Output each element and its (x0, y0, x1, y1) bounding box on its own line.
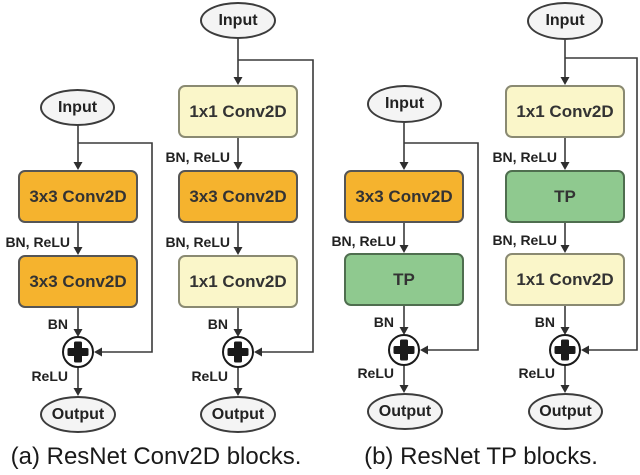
edge-label-bn: BN (47, 316, 68, 332)
input-node: Input (527, 2, 603, 40)
edge-label-bn-relu: BN, ReLU (5, 234, 70, 250)
add-icon (62, 336, 94, 368)
conv3x3-block: 3x3 Conv2D (18, 255, 138, 308)
edges-column-2 (237, 38, 314, 392)
edge-label-bn: BN (207, 316, 228, 332)
edge-label-bn-relu: BN, ReLU (331, 233, 396, 249)
edge-label-bn: BN (534, 314, 555, 330)
input-node: Input (367, 85, 442, 123)
tp-block: TP (344, 253, 464, 306)
output-node: Output (40, 396, 116, 433)
caption-b: (b) ResNet TP blocks. (364, 443, 598, 470)
edge-label-relu: ReLU (191, 368, 228, 384)
edge-label-bn-relu: BN, ReLU (492, 232, 557, 248)
edge-label-relu: ReLU (31, 368, 68, 384)
caption-a: (a) ResNet Conv2D blocks. (10, 443, 302, 470)
conv1x1-block: 1x1 Conv2D (178, 85, 298, 138)
output-node: Output (367, 393, 443, 430)
edge-label-bn-relu: BN, ReLU (165, 149, 230, 165)
add-icon (388, 334, 420, 366)
arrowheads (73, 77, 589, 396)
conv3x3-block: 3x3 Conv2D (178, 170, 298, 223)
edge-label-bn-relu: BN, ReLU (165, 234, 230, 250)
conv3x3-block: 3x3 Conv2D (344, 170, 464, 223)
edge-label-relu: ReLU (518, 365, 555, 381)
input-node: Input (200, 2, 276, 39)
output-node: Output (200, 396, 276, 433)
conv3x3-block: 3x3 Conv2D (18, 170, 138, 223)
edges-column-3 (403, 123, 479, 389)
conv1x1-block: 1x1 Conv2D (505, 85, 625, 138)
edge-label-bn: BN (373, 314, 394, 330)
edge-label-bn-relu: BN, ReLU (492, 149, 557, 165)
input-node: Input (40, 89, 115, 126)
conv1x1-block: 1x1 Conv2D (505, 253, 625, 306)
tp-block: TP (505, 170, 625, 223)
add-icon (549, 334, 581, 366)
add-icon (222, 336, 254, 368)
output-node: Output (528, 393, 603, 430)
edges-column-1 (77, 125, 153, 392)
edge-label-relu: ReLU (357, 365, 394, 381)
conv1x1-block: 1x1 Conv2D (178, 255, 298, 308)
